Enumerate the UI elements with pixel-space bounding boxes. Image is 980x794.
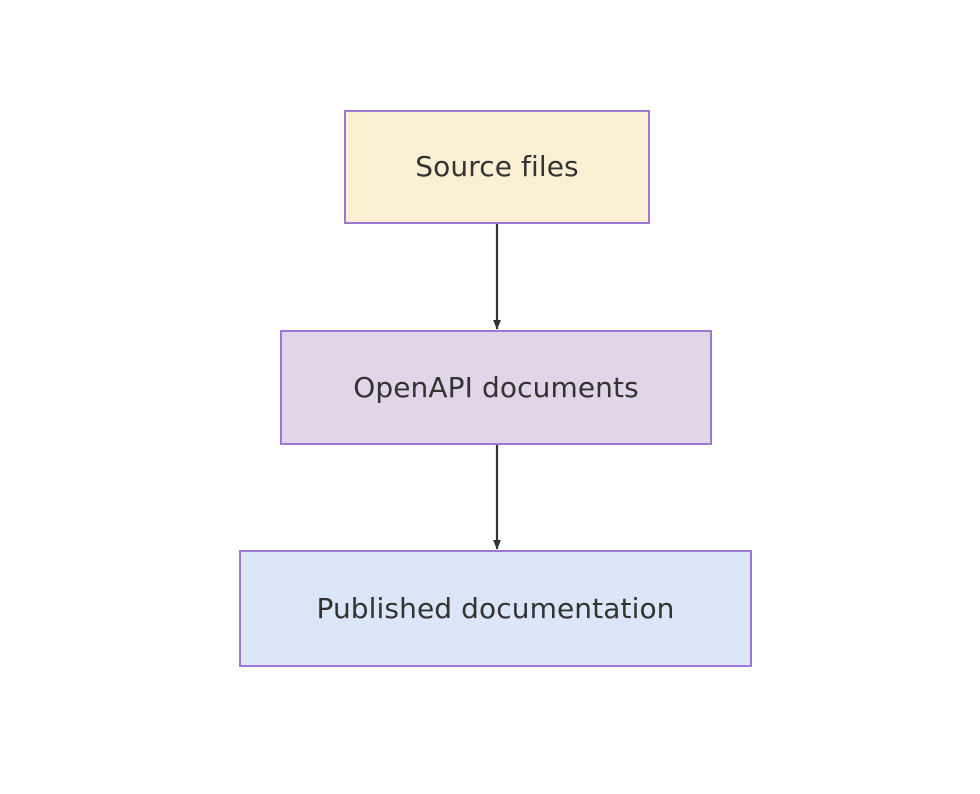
node-openapi-documents-label: OpenAPI documents: [353, 370, 639, 404]
node-published-documentation-label: Published documentation: [316, 591, 675, 625]
node-source-files-label: Source files: [415, 150, 579, 184]
node-published-documentation[interactable]: Published documentation: [239, 550, 752, 667]
node-source-files[interactable]: Source files: [344, 110, 650, 224]
node-openapi-documents[interactable]: OpenAPI documents: [280, 330, 712, 445]
